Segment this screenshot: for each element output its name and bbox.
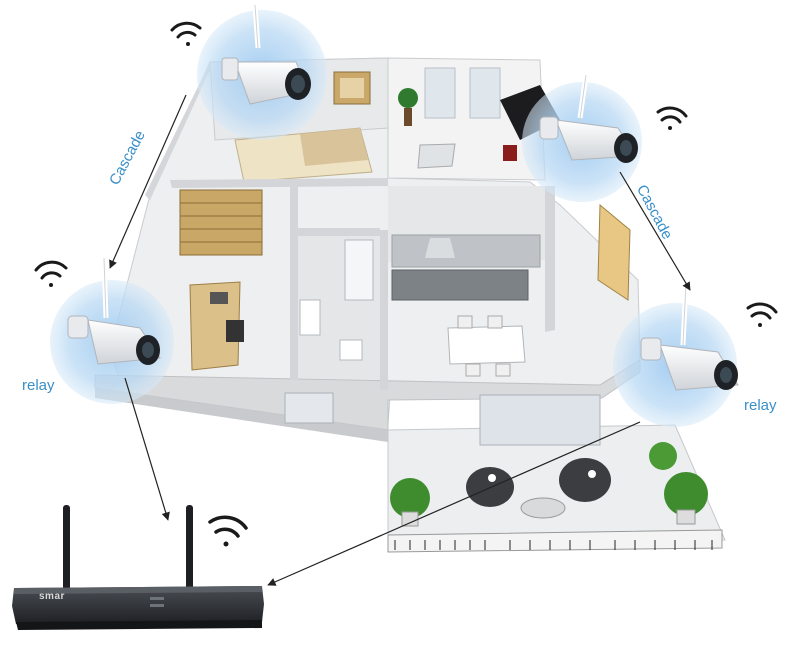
- wifi-icon: [208, 515, 248, 547]
- security-camera-icon: [67, 257, 161, 365]
- wifi-icon: [746, 302, 778, 327]
- security-camera-icon: [539, 74, 638, 163]
- nvr-recorder: [12, 505, 264, 630]
- arrow-relay-left-to-nvr: [124, 377, 170, 521]
- relay-label-left: relay: [22, 377, 55, 394]
- security-camera-icon: [221, 4, 311, 105]
- connection-arrows: [109, 94, 691, 586]
- relay-label-right: relay: [744, 397, 777, 414]
- arrow-cascade-left: [109, 94, 187, 269]
- security-camera-icon: [640, 281, 739, 391]
- arrow-relay-right-to-nvr: [267, 421, 641, 586]
- wifi-icon: [34, 260, 68, 287]
- arrow-cascade-right: [619, 171, 691, 291]
- wifi-icon: [170, 21, 202, 46]
- wifi-icon: [656, 106, 688, 130]
- nvr-brand-label: smar: [39, 591, 65, 602]
